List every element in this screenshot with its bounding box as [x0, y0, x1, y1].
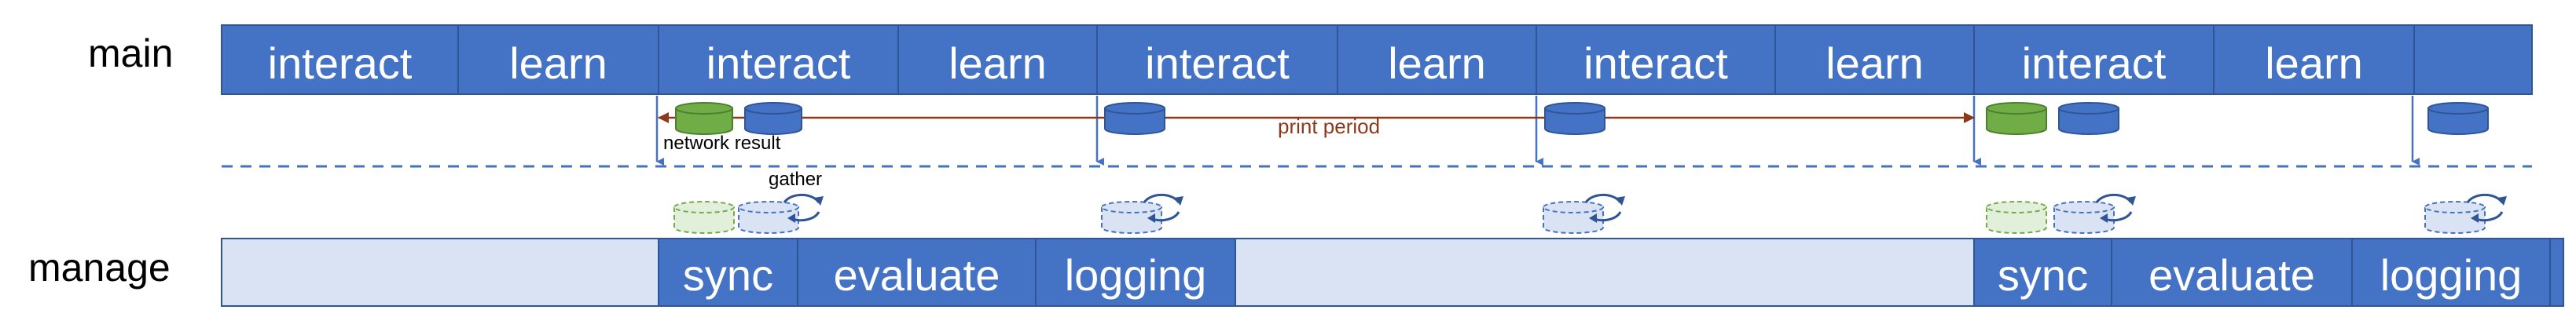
network-result-label: network result [663, 133, 781, 154]
manage-row-label: manage [28, 246, 171, 290]
main-block-label: learn [1388, 38, 1486, 88]
result-cylinder-icon [1104, 102, 1165, 135]
main-block-learn: learn [2213, 24, 2415, 95]
manage-block-evaluate: evaluate [2111, 238, 2353, 307]
manage-block-sync: sync [658, 238, 798, 307]
main-block-learn: learn [1774, 24, 1975, 95]
manage-block-logging: logging [2351, 238, 2551, 307]
print-period-label: print period [1278, 115, 1380, 138]
manage-block-logging: logging [1035, 238, 1236, 307]
manage-block-idle [2549, 238, 2564, 307]
manage-row-cylinders [673, 193, 2507, 234]
main-block-interact: interact [1536, 24, 1776, 95]
result-cylinder-icon [1544, 102, 1605, 135]
manage-block-evaluate: evaluate [797, 238, 1037, 307]
manage-block-sync: sync [1973, 238, 2112, 307]
manage-timeline-row: sync evaluate logging sync evaluate logging [221, 238, 2564, 307]
manage-block-label: sync [1998, 250, 2088, 300]
refresh-cycle-icon [1584, 193, 1625, 223]
main-block-label: interact [2022, 38, 2167, 88]
main-block-label: learn [2265, 38, 2363, 88]
main-block-label: learn [509, 38, 607, 88]
result-cylinder-icon [1101, 201, 1162, 234]
result-cylinder-icon [2058, 102, 2119, 135]
network-cylinder-icon [673, 201, 735, 234]
result-cylinder-icon [1543, 201, 1604, 234]
main-block-learn: learn [457, 24, 659, 95]
manage-block-idle [221, 238, 659, 307]
manage-block-label: logging [1065, 250, 1207, 300]
main-block-learn: learn [1337, 24, 1537, 95]
refresh-cycle-icon [1143, 193, 1183, 223]
main-block-label: interact [268, 38, 413, 88]
main-block-label: interact [1145, 38, 1290, 88]
main-block-interact: interact [658, 24, 899, 95]
main-row-label: main [88, 31, 173, 75]
main-block-interact: interact [1973, 24, 2215, 95]
manage-block-label: evaluate [834, 250, 1000, 300]
refresh-cycle-icon [2466, 193, 2507, 223]
result-cylinder-icon [2053, 201, 2115, 234]
main-block-learn: learn [897, 24, 1098, 95]
result-cylinder-icon [738, 201, 799, 234]
result-cylinder-icon [2424, 201, 2486, 234]
refresh-cycle-icon [2095, 193, 2136, 223]
main-block-label: learn [949, 38, 1047, 88]
network-cylinder-icon [1986, 102, 2047, 135]
sync-arrows [655, 96, 2420, 166]
main-block-label: learn [1826, 38, 1924, 88]
main-timeline-row: interact learn interact learn interact learn i… [221, 24, 2533, 95]
manage-block-idle [1235, 238, 1975, 307]
result-cylinder-icon [2427, 102, 2489, 135]
main-block-label: interact [1583, 38, 1728, 88]
manage-block-label: logging [2380, 250, 2523, 300]
main-block-interact: interact [221, 24, 459, 95]
main-row-cylinders [675, 102, 2489, 135]
main-block-label: interact [706, 38, 851, 88]
manage-block-label: sync [683, 250, 773, 300]
main-block-interact: interact [1096, 24, 1338, 95]
network-cylinder-icon [675, 102, 733, 135]
result-cylinder-icon [744, 102, 802, 135]
manage-block-label: evaluate [2149, 250, 2315, 300]
gather-label: gather [769, 169, 822, 190]
main-block-empty [2413, 24, 2533, 95]
network-cylinder-icon [1986, 201, 2047, 234]
refresh-cycle-icon [783, 193, 824, 223]
